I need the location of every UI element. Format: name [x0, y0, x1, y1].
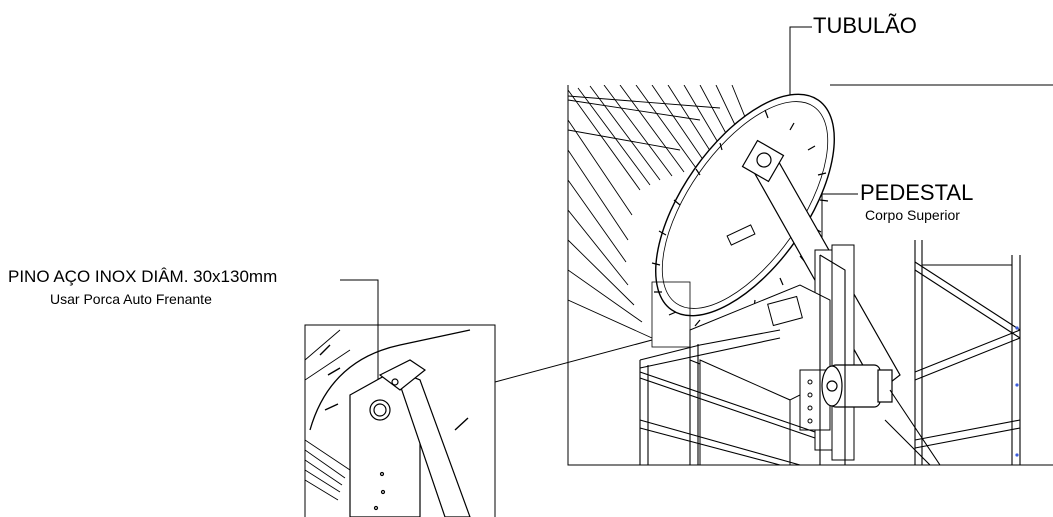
detail-view: [305, 329, 471, 517]
detail-marker-box: [651, 281, 691, 348]
pedestal-label: PEDESTAL: [860, 180, 974, 205]
detail-view-border: [304, 324, 496, 517]
detail-callout-line: [494, 339, 653, 383]
pino-sublabel: Usar Porca Auto Frenante: [50, 291, 212, 307]
drum-fins: [568, 85, 757, 339]
detail-drum-face: [309, 329, 471, 431]
pino-label: PINO AÇO INOX DIÂM. 30x130mm: [8, 267, 278, 286]
hopper-body: [689, 284, 831, 465]
frame-railings: [639, 240, 1021, 465]
main-view: [568, 85, 1021, 465]
main-view-border: [567, 85, 1053, 466]
detail-studs: [319, 344, 469, 431]
tubulao-label: TUBULÃO: [813, 13, 917, 38]
pin-circle: [369, 399, 391, 421]
frame-markers: [1015, 326, 1019, 457]
pino-leader: [340, 279, 379, 395]
detail-bracket: [349, 359, 471, 517]
motor: [821, 364, 893, 408]
detail-fins: [305, 329, 351, 501]
pedestal-sublabel: Corpo Superior: [865, 207, 960, 223]
drum-hatch: [726, 224, 756, 246]
